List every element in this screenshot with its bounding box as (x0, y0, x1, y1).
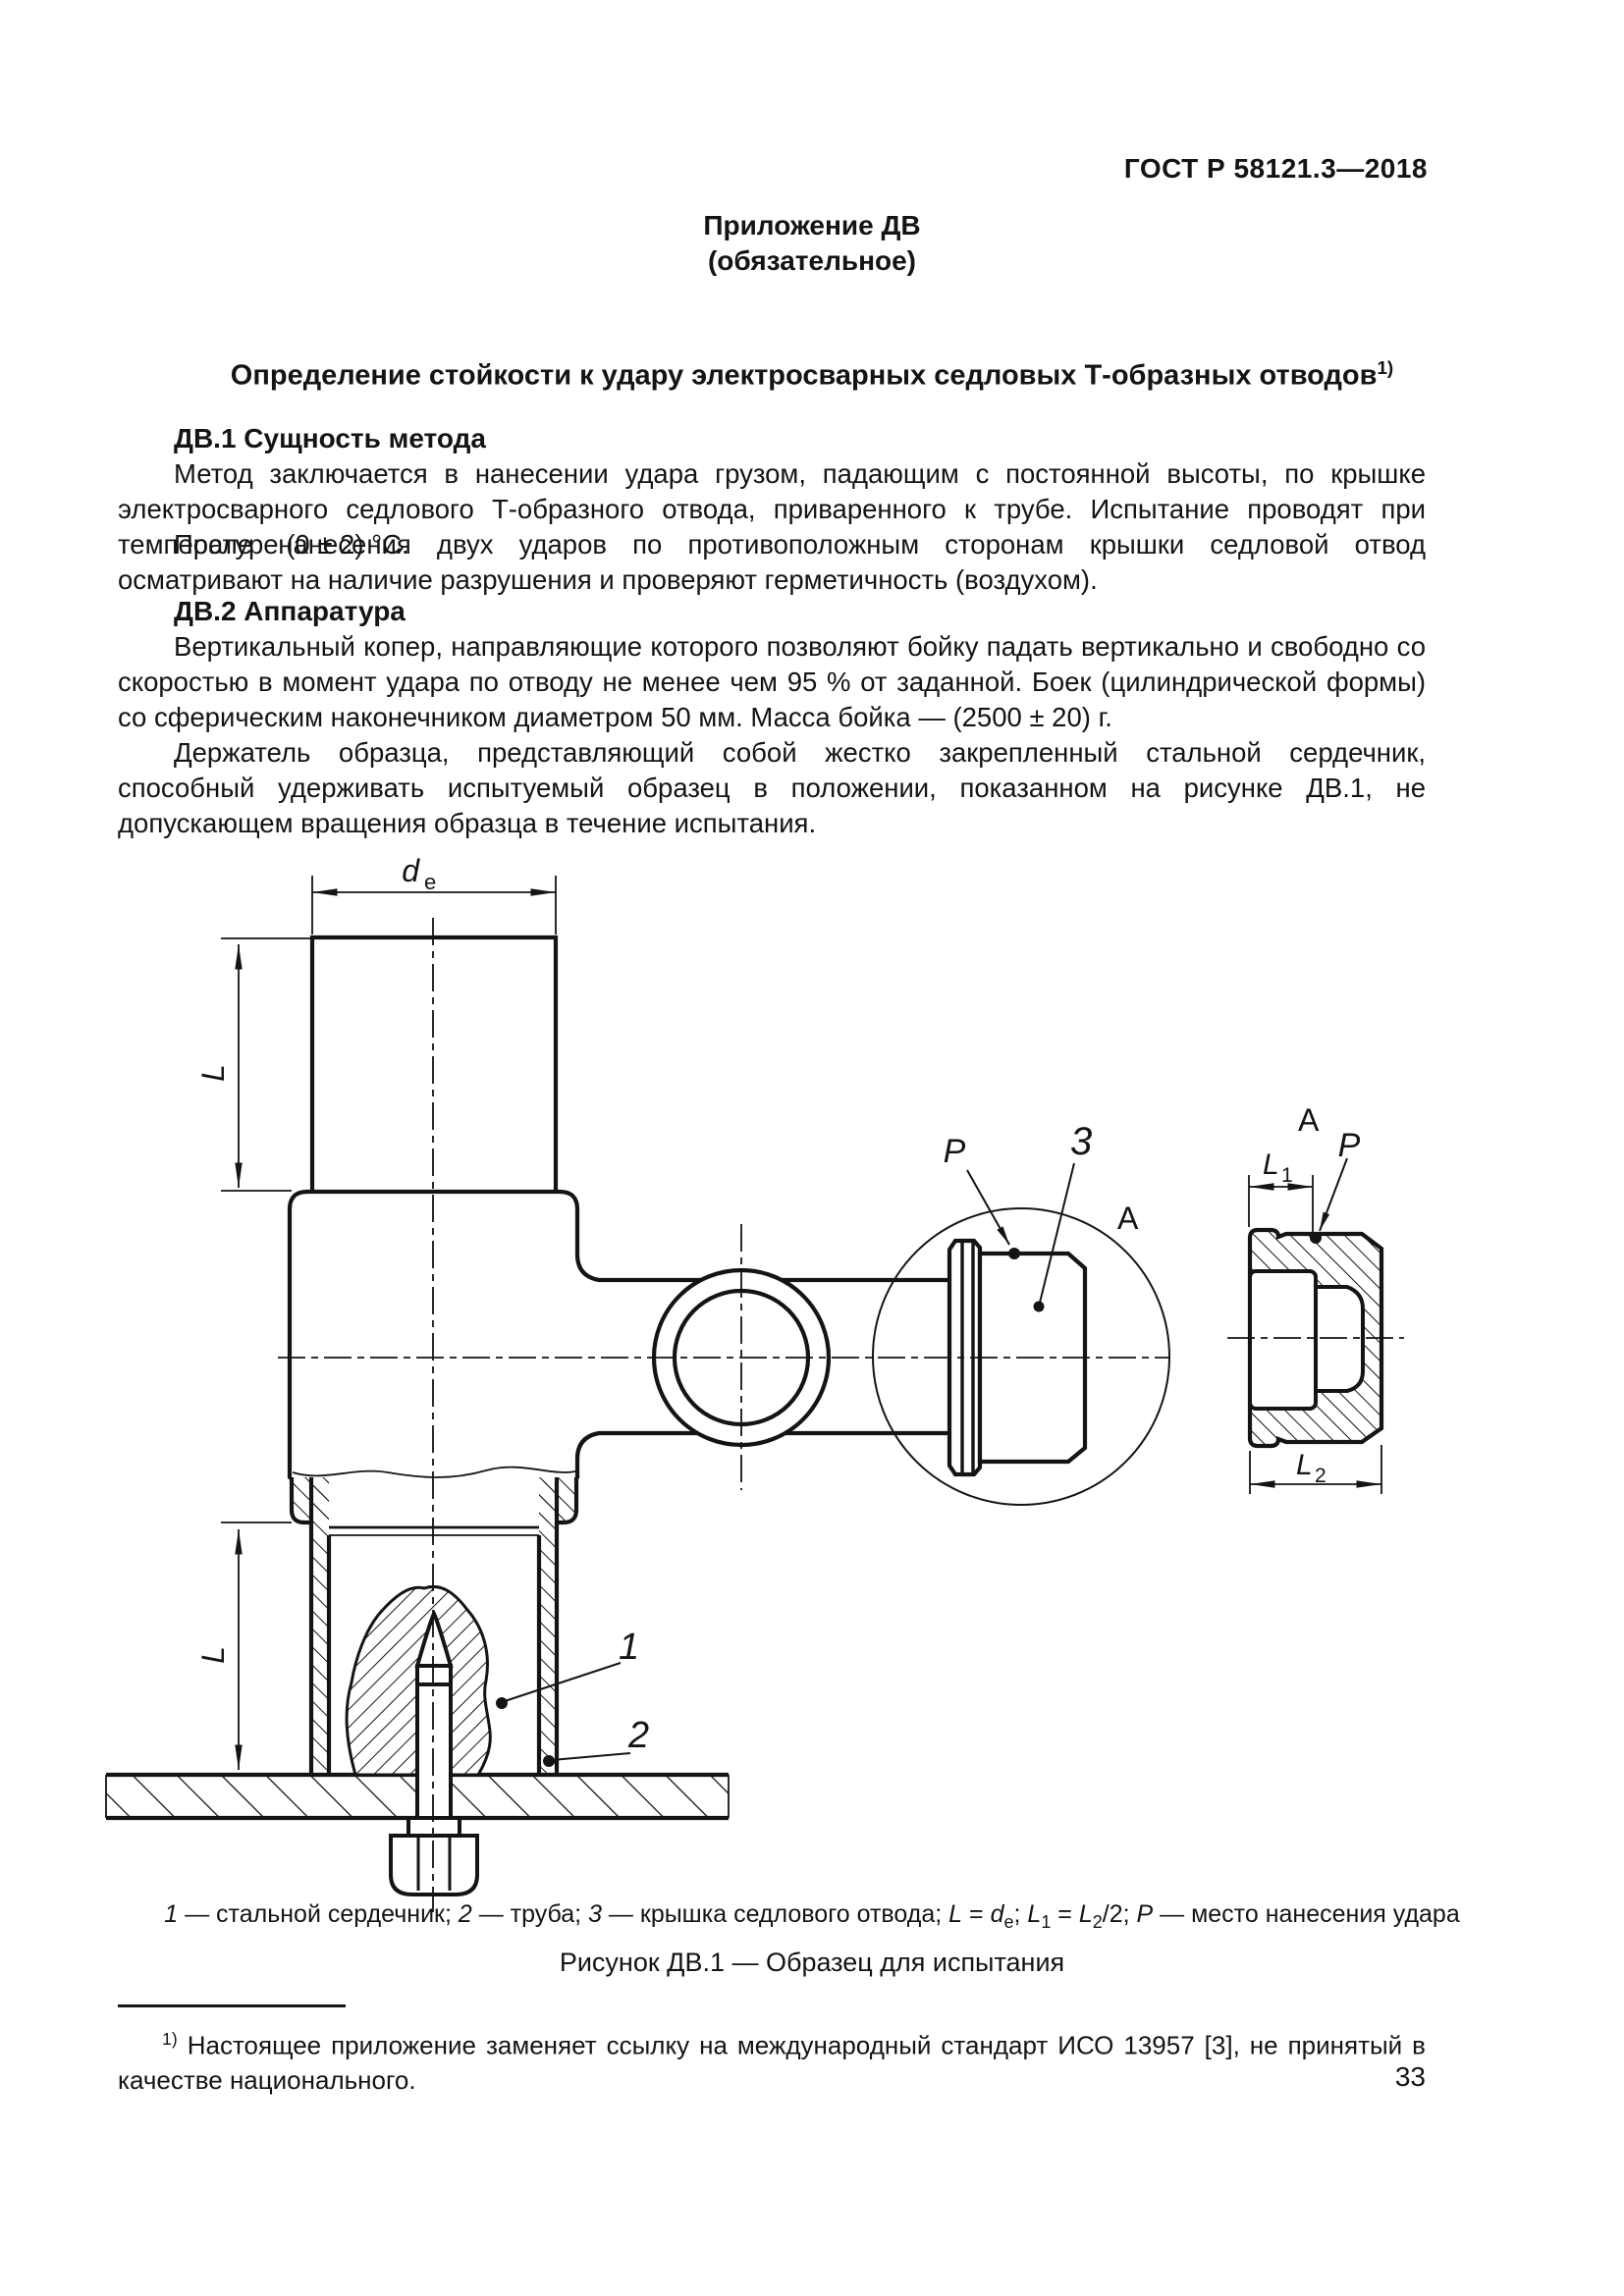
section-heading-dv1: ДВ.1 Сущность метода (174, 423, 486, 454)
de-sub-label: e (424, 870, 436, 894)
section-heading-dv2: ДВ.2 Аппаратура (174, 596, 406, 626)
appendix-label: Приложение ДВ (703, 210, 921, 240)
dimension-lines (221, 876, 1382, 1770)
figure-dv1-drawing: d e L L P 3 A A P L 1 L 2 1 2 (105, 853, 1404, 1912)
paragraph: Держатель образца, представляющий собой … (118, 737, 1426, 838)
footnote: 1) Настоящее приложение заменяет ссылку … (118, 2022, 1426, 2098)
part1-label: 1 (619, 1627, 639, 1668)
footnote-text: Настоящее приложение заменяет ссылку на … (118, 2030, 1426, 2095)
l1-label: L (1263, 1148, 1279, 1181)
a-left-label: A (1117, 1201, 1139, 1236)
saddle-flange (289, 1477, 579, 1525)
part2-label: 2 (627, 1715, 649, 1756)
part3-label: 3 (1070, 1120, 1092, 1163)
figure-title: Рисунок ДВ.1 — Образец для испытания (559, 1948, 1065, 1977)
l2-sub-label: 2 (1315, 1465, 1326, 1487)
footnote-marker: 1) (162, 2029, 178, 2049)
appendix-obligation-note: (обязательное) (707, 245, 916, 276)
figure-caption: 1 — стальной сердечник; 2 — труба; 3 — к… (164, 1900, 1460, 1932)
appendix-heading: Определение стойкости к удару электросва… (0, 357, 1624, 393)
l2-label: L (1296, 1449, 1313, 1481)
leader-lines (496, 1157, 1348, 1767)
hex-nut (389, 1834, 479, 1896)
a-right-label: A (1298, 1102, 1320, 1138)
stud-bolt (389, 1609, 479, 1896)
fusion-interface (292, 1466, 576, 1536)
p-left-label: P (944, 1133, 966, 1170)
paragraph: Метод заключается в нанесении удара груз… (118, 458, 1426, 560)
p-right-label: P (1338, 1127, 1361, 1164)
standard-reference: ГОСТ Р 58121.3—2018 (1123, 153, 1428, 184)
cap-section-view (1247, 1227, 1384, 1449)
paragraph: После нанесения двух ударов по противопо… (118, 529, 1426, 595)
heading-footnote-marker: 1) (1377, 357, 1394, 378)
l-upper-label: L (195, 1064, 231, 1082)
page-number: 33 (1394, 2061, 1426, 2092)
paragraph: Вертикальный копер, направляющие которог… (118, 631, 1426, 732)
pipe-walls (308, 1477, 560, 1775)
top-pipe (309, 934, 559, 1195)
cap-side-view (872, 1207, 1170, 1506)
drawing-labels: d e L L P 3 A A P L 1 L 2 1 2 (195, 853, 1361, 1756)
appendix-heading-text: Определение стойкости к удару электросва… (230, 359, 1378, 392)
footnote-separator (118, 2004, 346, 2007)
tee-body-outline (287, 934, 952, 1480)
detail-circle (872, 1207, 1170, 1506)
l-lower-label: L (195, 1646, 231, 1664)
l1-sub-label: 1 (1281, 1164, 1293, 1187)
de-label: d (402, 853, 420, 888)
centerlines (278, 918, 1404, 1912)
